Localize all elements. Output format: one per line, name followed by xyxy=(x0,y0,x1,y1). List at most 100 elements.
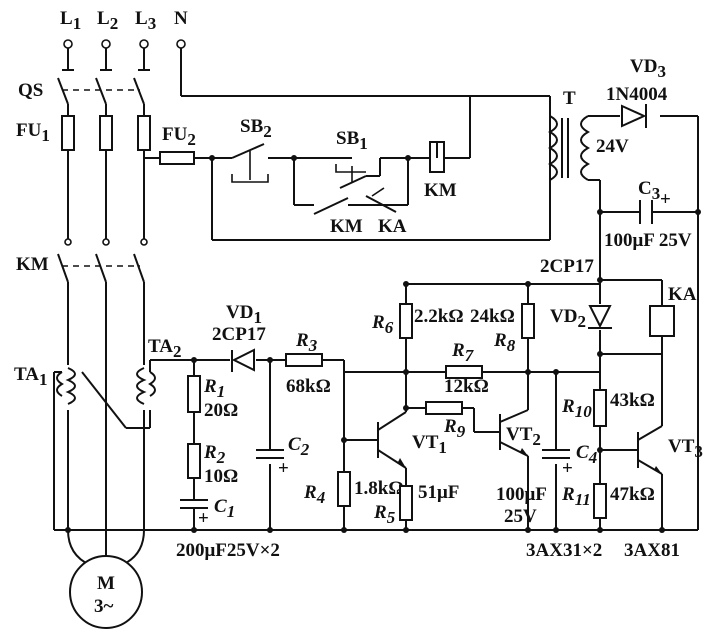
c3-label: C3 xyxy=(638,178,660,203)
r2-resistor: R2 10Ω xyxy=(187,442,238,487)
r11-value: 47kΩ xyxy=(610,484,655,505)
transformer-t: T 24V xyxy=(547,88,629,240)
km-main-contacts: KM xyxy=(16,238,148,283)
rc-column-wires xyxy=(150,359,286,530)
sb2-button: SB2 xyxy=(231,116,272,183)
r6-label: R6 xyxy=(371,312,394,337)
r7-label: R7 xyxy=(451,340,475,365)
motor-label: M xyxy=(97,573,115,594)
terminal-drops xyxy=(62,48,150,71)
motor-phase: 3~ xyxy=(94,596,114,617)
c3-capacitor: C3 + 100μF 25V xyxy=(604,178,692,251)
r8-resistor: 24kΩ R8 xyxy=(470,303,535,355)
qs-label: QS xyxy=(18,80,43,101)
sb1-button: SB1 xyxy=(335,128,381,189)
motor: M 3~ xyxy=(69,555,143,629)
c1-label: C1 xyxy=(214,496,235,521)
km-coil: KM xyxy=(424,141,457,201)
r5-label: R5 xyxy=(373,502,396,527)
c4-label: C4 xyxy=(576,442,597,467)
r3-value: 68kΩ xyxy=(286,376,331,397)
ka-contact: KA xyxy=(365,187,407,237)
c4-plus: + xyxy=(562,458,573,479)
transformer-label: T xyxy=(563,88,576,109)
r4-resistor: R4 1.8kΩ xyxy=(303,471,404,507)
c4-capacitor: C4 + 100μF 25V xyxy=(496,442,597,527)
r4-label: R4 xyxy=(303,482,325,507)
vd1-part: 2CP17 xyxy=(212,324,266,345)
sb1-label: SB1 xyxy=(336,128,368,153)
mains-terminals: L1 L2 L3 N xyxy=(60,8,188,49)
r10-resistor: R10 43kΩ xyxy=(561,389,655,427)
junction-dots xyxy=(65,155,701,533)
fu1-label: FU1 xyxy=(16,120,50,145)
control-wiring xyxy=(144,48,551,241)
vd3-part: 1N4004 xyxy=(606,84,668,105)
l2-label: L2 xyxy=(97,8,118,33)
r2-label: R2 xyxy=(203,442,226,467)
vt1-label: VT1 xyxy=(412,432,447,457)
vd2-part: 2CP17 xyxy=(540,256,594,277)
ka-relay-coil: KA xyxy=(649,284,697,337)
transistor-note: 3AX31×2 xyxy=(526,540,602,561)
km-hold-contact: KM xyxy=(313,197,366,237)
km-main-label: KM xyxy=(16,254,49,275)
l1-label: L1 xyxy=(60,8,81,33)
vt1-base-wires xyxy=(343,360,378,530)
r9-label: R9 xyxy=(443,416,466,441)
ta2-transformer: TA2 xyxy=(136,336,181,428)
n-label: N xyxy=(174,8,188,29)
c2-capacitor: C2 + xyxy=(256,434,310,479)
fu2-fuse: FU2 xyxy=(159,124,196,165)
phase-lines xyxy=(67,104,145,240)
vt3-note: 3AX81 xyxy=(624,540,680,561)
km-coil-label: KM xyxy=(424,180,457,201)
c1-capacitor: C1 + xyxy=(180,496,235,529)
r8-label: R8 xyxy=(493,330,516,355)
c2-plus: + xyxy=(278,458,289,479)
qs-switch: QS xyxy=(18,77,145,105)
ta2-label: TA2 xyxy=(148,336,181,361)
c2-label: C2 xyxy=(288,434,310,459)
r11-label: R11 xyxy=(561,484,591,509)
vt3-transistor: VT3 xyxy=(637,354,703,530)
r4-value: 1.8kΩ xyxy=(354,478,404,499)
vt1-transistor: VT1 xyxy=(377,372,447,486)
ta1-transformer: TA1 xyxy=(14,364,76,530)
r8-value: 24kΩ xyxy=(470,306,515,327)
r9-resistor: R9 xyxy=(406,401,500,441)
r10-value: 43kΩ xyxy=(610,390,655,411)
r1-label: R1 xyxy=(203,376,225,401)
vd3-label: VD3 xyxy=(630,56,666,81)
r5-resistor: 51μF R5 xyxy=(373,482,459,530)
ta1-label: TA1 xyxy=(14,364,47,389)
c3-value: 100μF 25V xyxy=(604,230,692,251)
c4-value: 100μF xyxy=(496,484,547,505)
r5-value: 51μF xyxy=(418,482,459,503)
c1-plus: + xyxy=(198,508,209,529)
r6-resistor: R6 2.2kΩ xyxy=(371,303,464,339)
r7-value: 12kΩ xyxy=(444,376,489,397)
r7-resistor: R7 12kΩ xyxy=(444,340,489,397)
km-hold-label: KM xyxy=(330,216,363,237)
r1-resistor: R1 20Ω xyxy=(187,375,238,421)
r3-resistor: R3 68kΩ xyxy=(285,330,344,397)
vt2-label: VT2 xyxy=(506,424,541,449)
r1-value: 20Ω xyxy=(204,400,238,421)
vd2-diode: 2CP17 VD2 xyxy=(540,256,612,331)
r11-resistor: R11 47kΩ xyxy=(561,483,655,519)
r6-value: 2.2kΩ xyxy=(414,306,464,327)
vd2-label: VD2 xyxy=(550,306,586,331)
ka-contact-label: KA xyxy=(378,216,407,237)
vd3-diode: VD3 1N4004 xyxy=(606,56,668,128)
fu2-label: FU2 xyxy=(162,124,196,149)
sb2-label: SB2 xyxy=(240,116,272,141)
transformer-secondary: 24V xyxy=(596,136,629,157)
vd1-label: VD1 xyxy=(226,302,262,327)
vt2-transistor: VT2 xyxy=(499,409,541,530)
c3-plus: + xyxy=(660,189,671,210)
vt3-label: VT3 xyxy=(668,436,703,461)
fu1-fuses: FU1 xyxy=(16,115,151,151)
l3-label: L3 xyxy=(135,8,156,33)
